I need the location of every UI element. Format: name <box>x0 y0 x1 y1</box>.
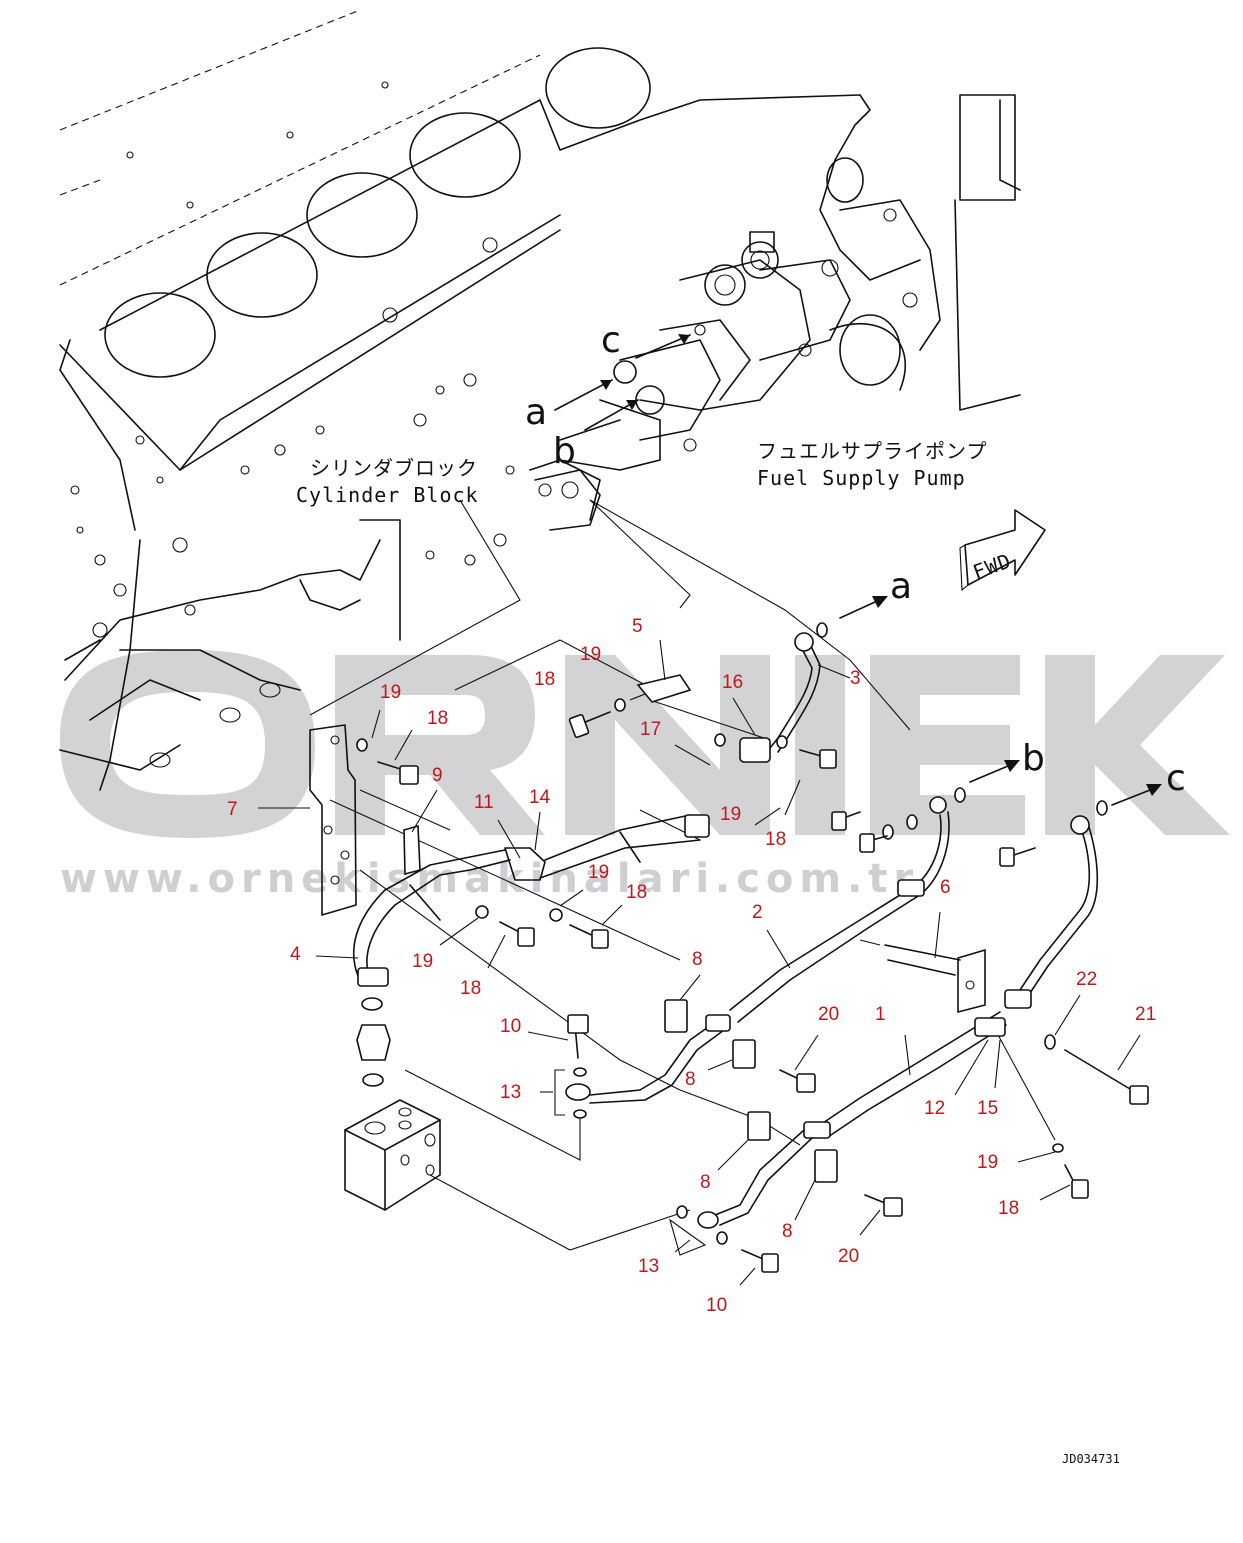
fwd-arrow: FWD <box>959 509 1046 592</box>
bracket-13-marker <box>554 1069 565 1116</box>
pump-label-en: Fuel Supply Pump <box>757 466 966 490</box>
callout-2: 2 <box>752 902 763 923</box>
callout-1: 1 <box>875 1004 886 1025</box>
callout-19-c: 19 <box>720 804 741 825</box>
clamp-8-c <box>747 1111 771 1141</box>
callout-18-d: 18 <box>626 882 647 903</box>
arrow-letter-b: b <box>1022 738 1045 779</box>
callout-numbers: 5 19 18 16 17 3 19 18 9 7 11 14 19 18 19… <box>227 616 1156 1316</box>
callout-16: 16 <box>722 672 743 693</box>
arrow-letter-c: c <box>1166 758 1186 799</box>
hose-assembly-4-11 <box>352 814 710 987</box>
clamp-9 <box>403 824 421 876</box>
fuel-supply-pump <box>529 94 1021 531</box>
callout-15: 15 <box>977 1098 998 1119</box>
callout-10-a: 10 <box>500 1016 521 1037</box>
callout-12: 12 <box>924 1098 945 1119</box>
cylinder-block <box>59 9 861 791</box>
callout-5: 5 <box>632 616 643 637</box>
callout-13-a: 13 <box>500 1082 521 1103</box>
bolts <box>377 711 1149 1273</box>
callout-18-a: 18 <box>534 669 555 690</box>
hose-1 <box>697 800 1108 1229</box>
washers <box>356 698 1064 1256</box>
pump-letter-a: a <box>525 392 547 433</box>
watermark: www.ornekismakinalari.com.tr <box>60 650 1230 902</box>
callout-19-d: 19 <box>588 862 609 883</box>
bracket-6 <box>884 944 986 1013</box>
clamp-8-b <box>732 1039 756 1069</box>
callout-8-b: 8 <box>685 1069 696 1090</box>
cylinder-block-label-en: Cylinder Block <box>296 483 479 507</box>
clamp-8-d <box>814 1149 838 1183</box>
callout-leaders <box>258 639 1141 1286</box>
callout-14: 14 <box>529 787 551 808</box>
pump-letter-c: c <box>601 320 621 361</box>
pump-letter-b: b <box>553 431 576 472</box>
callout-7: 7 <box>227 799 238 820</box>
clamp-5 <box>636 674 692 703</box>
callout-18-e: 18 <box>460 978 481 999</box>
callout-8-a: 8 <box>692 949 703 970</box>
callout-17: 17 <box>640 719 661 740</box>
callout-21: 21 <box>1135 1004 1156 1025</box>
pump-label-jp: フュエルサプライポンプ <box>757 439 987 463</box>
callout-6: 6 <box>940 877 951 898</box>
callout-19-f: 19 <box>977 1152 998 1173</box>
arrow-letter-a: a <box>890 566 912 607</box>
callout-19-b: 19 <box>380 682 401 703</box>
callout-8-c: 8 <box>700 1172 711 1193</box>
callout-18-c: 18 <box>765 829 786 850</box>
callout-19-e: 19 <box>412 951 433 972</box>
clamp-8-a <box>664 999 688 1033</box>
callout-22: 22 <box>1076 969 1097 990</box>
pump-connection-arrows: a b c <box>525 320 691 472</box>
cylinder-block-label-jp: シリンダブロック <box>310 456 478 480</box>
callout-11: 11 <box>474 792 494 813</box>
drawing-code: JD034731 <box>1062 1452 1120 1466</box>
callout-20-a: 20 <box>818 1004 839 1025</box>
callout-20-b: 20 <box>838 1246 859 1267</box>
connector-block <box>344 997 441 1211</box>
watermark-url: www.ornekismakinalari.com.tr <box>60 856 919 902</box>
callout-13-b: 13 <box>638 1256 659 1277</box>
hose-2 <box>565 787 966 1104</box>
bracket-7 <box>309 724 357 916</box>
callout-9: 9 <box>432 765 443 786</box>
callout-18-b: 18 <box>427 708 448 729</box>
callout-10-b: 10 <box>706 1295 727 1316</box>
callout-18-f: 18 <box>998 1198 1019 1219</box>
fwd-label: FWD <box>970 548 1015 584</box>
callout-8-d: 8 <box>782 1221 793 1242</box>
direction-arrows: a b c <box>839 566 1186 806</box>
callout-3: 3 <box>850 668 861 689</box>
callout-19-a: 19 <box>580 644 601 665</box>
callout-4: 4 <box>290 944 301 965</box>
